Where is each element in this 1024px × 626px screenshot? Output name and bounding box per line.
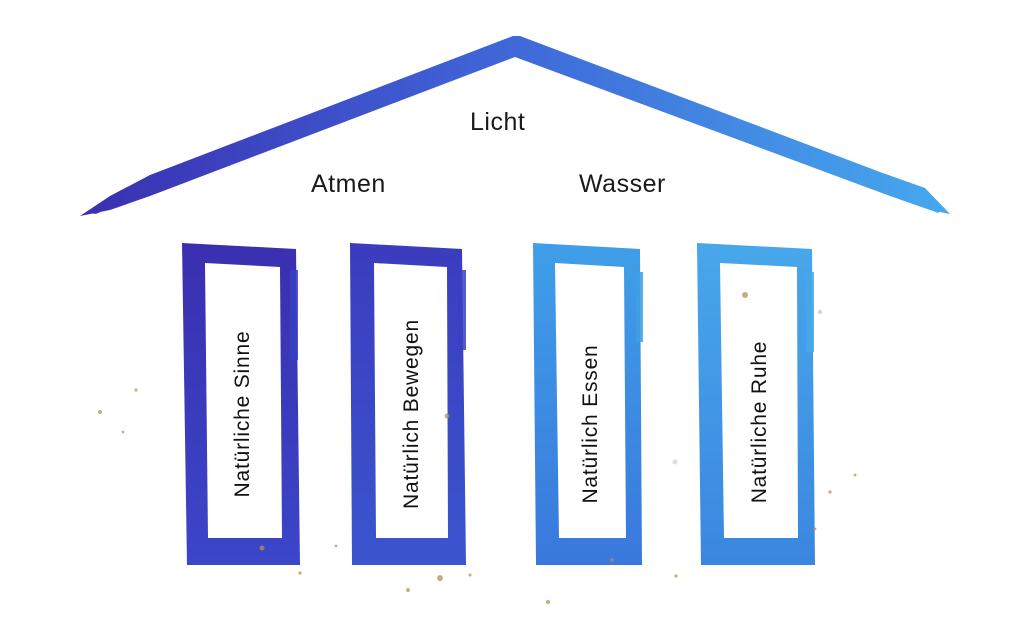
pillar-frame-3 — [533, 243, 642, 565]
brush-edges — [290, 270, 814, 360]
pillar-frame-2 — [350, 243, 466, 565]
pillar-frame-4 — [697, 243, 815, 565]
pillar-label-1: Natürliche Sinne — [231, 330, 254, 498]
roof-label-wasser: Wasser — [579, 170, 666, 198]
roof-brush-streak — [885, 184, 945, 213]
pillar-frames — [182, 243, 815, 565]
pillar-label-3: Natürlich Essen — [579, 344, 602, 504]
roof-label-atmen: Atmen — [311, 170, 386, 198]
roof — [80, 36, 950, 216]
pillar-label-2: Natürlich Bewegen — [400, 319, 423, 509]
pillar-frame-1 — [182, 243, 300, 565]
pillar-label-4: Natürliche Ruhe — [748, 340, 771, 504]
gold-speckles — [98, 292, 857, 604]
roof-label-licht: Licht — [470, 108, 526, 136]
roof-brush-streak — [88, 188, 140, 214]
